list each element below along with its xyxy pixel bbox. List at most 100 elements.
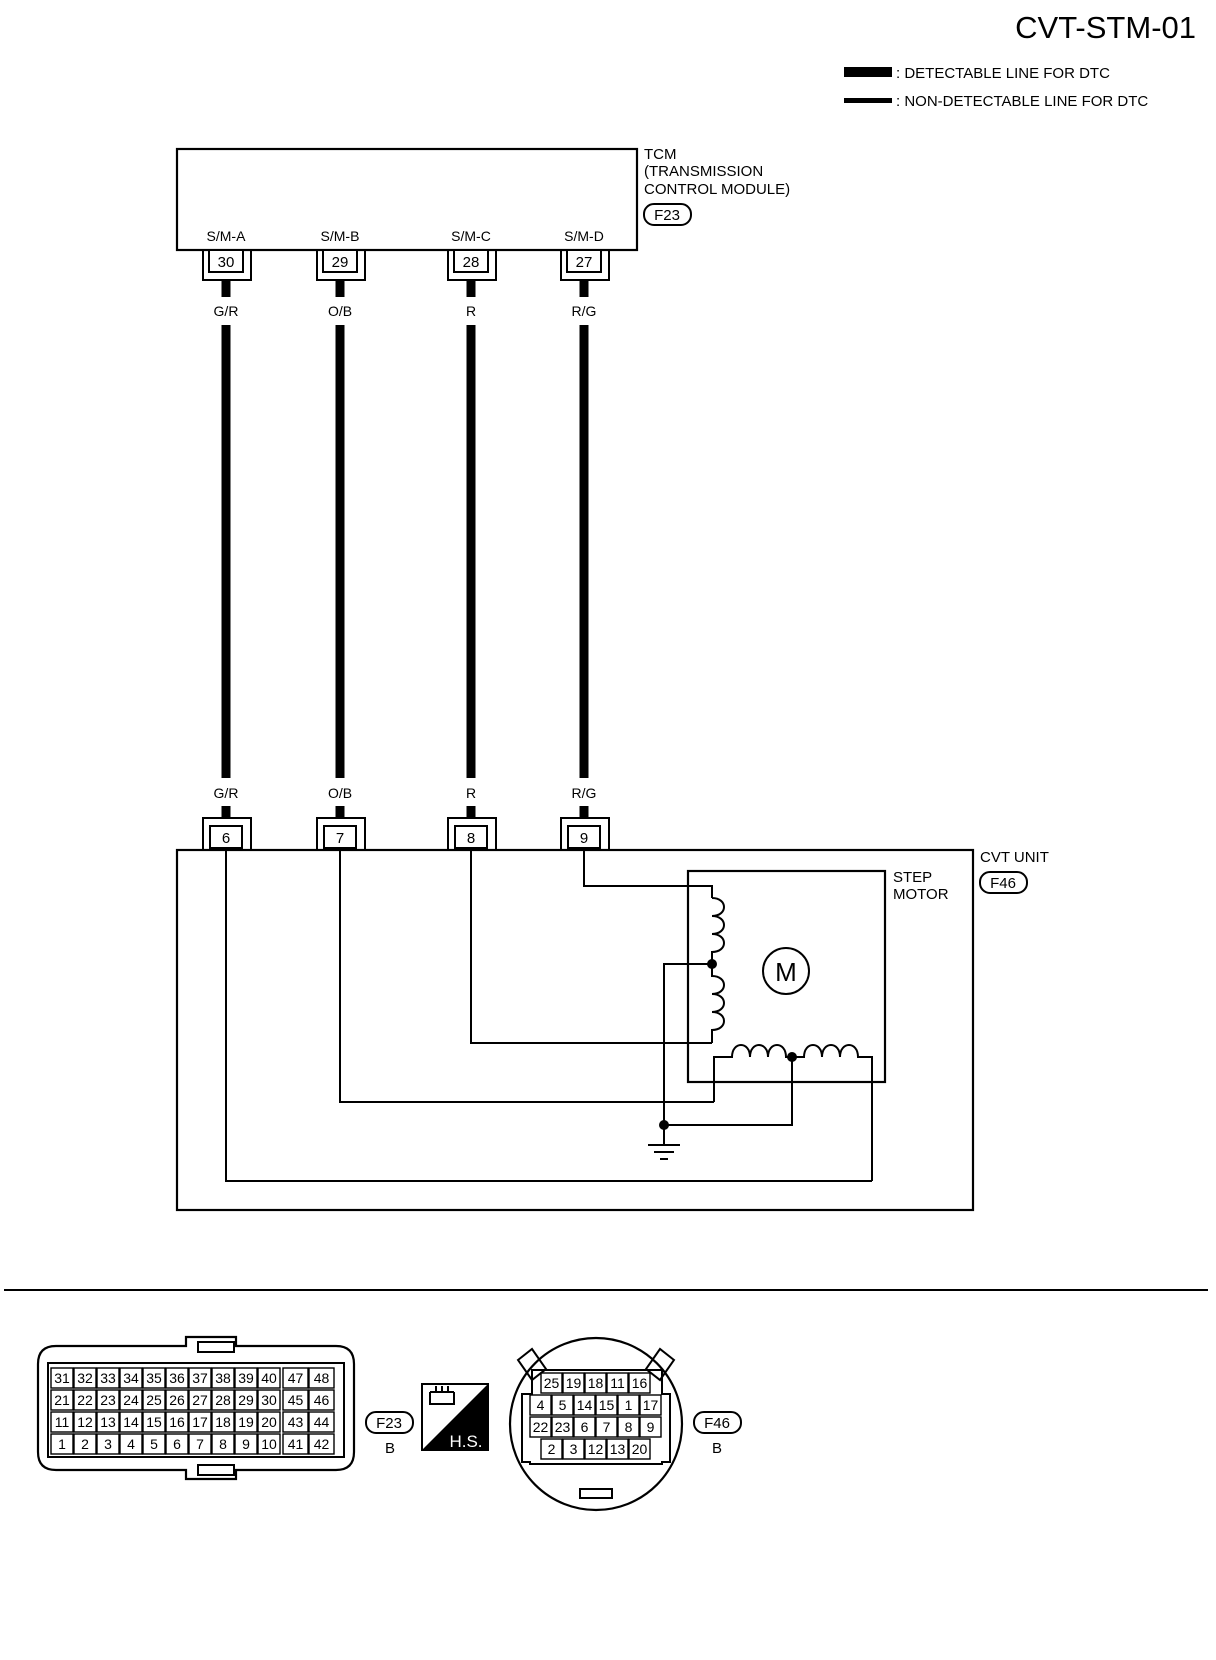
f46-pin-cell <box>617 1394 640 1416</box>
f46-pin-number: 19 <box>566 1375 582 1391</box>
f23-pin-cell <box>211 1411 235 1433</box>
f46-pin-cell <box>639 1416 662 1438</box>
legend-detectable-swatch <box>844 67 892 77</box>
f23-pin-cell <box>73 1367 97 1389</box>
internal-wire-center-tap-1 <box>663 963 712 1125</box>
f23-pin-cell <box>96 1433 120 1455</box>
f23-pin-cell <box>234 1433 258 1455</box>
f23-pin-number: 10 <box>261 1436 277 1452</box>
f23-pin-number: 18 <box>215 1414 231 1430</box>
f23-pin-number: 32 <box>77 1370 93 1386</box>
tcm-terminal-label: S/M-A <box>207 228 247 244</box>
f23-pin-cell <box>257 1367 281 1389</box>
tcm-pin: 29 <box>316 249 366 281</box>
wire-color-label: G/R <box>214 303 239 319</box>
tcm-terminal-label: S/M-B <box>321 228 360 244</box>
f23-pin-number: 2 <box>81 1436 89 1452</box>
f46-pin-number: 4 <box>537 1397 545 1413</box>
f23-pin-cell <box>50 1389 74 1411</box>
cvt-connector-id: F46 <box>990 875 1016 892</box>
f23-pin-cell <box>188 1411 212 1433</box>
cvt-pin: 8 <box>447 817 497 850</box>
f23-pin-cell <box>282 1367 309 1389</box>
f23-pin-cell <box>308 1411 335 1433</box>
f23-pin-cell <box>142 1367 166 1389</box>
f23-pin-number: 3 <box>104 1436 112 1452</box>
wire-color-label: O/B <box>328 785 352 801</box>
f23-pin-number: 21 <box>54 1392 70 1408</box>
wire-color-label: R <box>466 303 476 319</box>
f46-pin-number: 13 <box>610 1441 626 1457</box>
step-motor-box <box>686 869 887 1084</box>
f23-pin-cell <box>308 1389 335 1411</box>
f46-pin-number: 6 <box>581 1419 589 1435</box>
f23-pin-cell <box>188 1433 212 1455</box>
junction-dot <box>707 959 717 969</box>
f23-pin-number: 16 <box>169 1414 185 1430</box>
f23-pin-number: 7 <box>196 1436 204 1452</box>
f46-pin-number: 5 <box>559 1397 567 1413</box>
f46-pin-number: 1 <box>625 1397 633 1413</box>
f23-pin-number: 36 <box>169 1370 185 1386</box>
f23-pin-cell <box>165 1367 189 1389</box>
f46-pin-number: 25 <box>544 1375 560 1391</box>
cvt-pin: 6 <box>202 817 252 850</box>
wire-color-label: O/B <box>328 303 352 319</box>
f23-pin-cell <box>50 1433 74 1455</box>
f23-pin-cell <box>119 1367 143 1389</box>
f23-pin-number: 43 <box>288 1414 304 1430</box>
f23-pin-number: 25 <box>146 1392 162 1408</box>
f23-pin-number: 30 <box>261 1392 277 1408</box>
hs-label: H.S. <box>449 1432 482 1451</box>
f23-pin-cell <box>188 1389 212 1411</box>
legend-non-detectable-label: : NON-DETECTABLE LINE FOR DTC <box>896 93 1148 110</box>
cvt-pin: 7 <box>316 817 366 850</box>
f46-pin-cell <box>584 1372 607 1394</box>
cvt-unit-box <box>175 848 975 1212</box>
f23-pin-number: 12 <box>77 1414 93 1430</box>
f23-pin-number: 6 <box>173 1436 181 1452</box>
f46-pin-cell <box>595 1394 618 1416</box>
f23-pin-cell <box>257 1389 281 1411</box>
tcm-label-line2: (TRANSMISSION <box>644 163 763 180</box>
f23-pin-cell <box>73 1411 97 1433</box>
f46-pin-cell <box>595 1416 618 1438</box>
f23-pin-number: 38 <box>215 1370 231 1386</box>
internal-wire-pin8 <box>470 850 712 1044</box>
f46-pin-number: 16 <box>632 1375 648 1391</box>
internal-wire-pin9 <box>583 850 713 898</box>
f46-pin-cell <box>628 1372 651 1394</box>
f23-pin-number: 34 <box>123 1370 139 1386</box>
f23-pin-number: 8 <box>219 1436 227 1452</box>
f23-pin-cell <box>211 1389 235 1411</box>
f23-pin-number: 41 <box>288 1436 304 1452</box>
f23-pin-number: 31 <box>54 1370 70 1386</box>
harness-wires: G/R O/B R R/G G/R O/B R R/G <box>214 280 597 818</box>
hs-emblem: H.S. <box>421 1383 489 1451</box>
wire-color-label: R/G <box>572 303 597 319</box>
f23-pin-cell <box>142 1433 166 1455</box>
f46-pin-number: 15 <box>599 1397 615 1413</box>
f23-pin-cell <box>257 1411 281 1433</box>
cvt-pins: 6 7 8 9 <box>202 817 610 850</box>
hand-shield-icon <box>429 1386 455 1405</box>
f46-pin-cell <box>573 1394 596 1416</box>
f23-pin-number: 28 <box>215 1392 231 1408</box>
f23-pin-cell <box>308 1367 335 1389</box>
f23-pin-number: 33 <box>100 1370 116 1386</box>
cvt-pin-number: 6 <box>222 830 230 847</box>
f46-pin-cell <box>584 1438 607 1460</box>
legend-detectable-label: : DETECTABLE LINE FOR DTC <box>896 65 1110 82</box>
f23-pin-number: 44 <box>314 1414 330 1430</box>
tcm-module: TCM (TRANSMISSION CONTROL MODULE) F23 S/… <box>175 146 790 252</box>
cvt-pin-number: 7 <box>336 830 344 847</box>
f23-pin-number: 5 <box>150 1436 158 1452</box>
f46-pin-number: 14 <box>577 1397 593 1413</box>
f23-pin-number: 22 <box>77 1392 93 1408</box>
f46-pin-cell <box>540 1438 563 1460</box>
tcm-pins: 30 29 28 27 <box>202 249 610 281</box>
tcm-pin-number: 27 <box>576 254 593 271</box>
wire-color-label: R/G <box>572 785 597 801</box>
